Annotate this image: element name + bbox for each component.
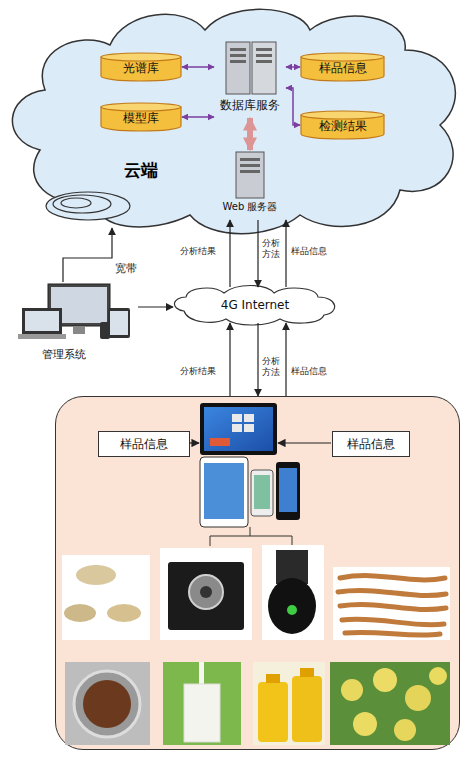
node-label: 云端 — [124, 160, 158, 180]
connector-arrow — [285, 220, 286, 287]
node-label: 4G Internet — [170, 298, 340, 312]
client-devices: 管理系统 — [18, 282, 138, 364]
node-label: 管理系统 — [18, 348, 110, 361]
spectrometer-photo — [160, 548, 252, 640]
oil-photo — [253, 662, 325, 745]
connector-arrow — [257, 323, 258, 396]
info-box: 样品信息 — [332, 431, 410, 457]
powder-photo — [65, 662, 150, 745]
edge-label: 分析 方法 — [262, 356, 282, 379]
leader-line — [278, 442, 331, 443]
edge-label: 分析结果 — [180, 366, 216, 377]
tablet-icon — [200, 403, 277, 455]
fruit-photo — [330, 662, 450, 745]
phone-icon — [251, 470, 273, 516]
database-cylinder: 样品信息 — [300, 52, 385, 82]
edge-label: 分析结果 — [180, 246, 216, 257]
node-label: Web 服务器 — [208, 201, 292, 213]
database-cylinder: 检测结果 — [300, 110, 385, 140]
milk-photo — [163, 662, 241, 745]
database-cylinder: 模型库 — [100, 102, 182, 132]
connector-arrow — [229, 323, 230, 396]
node-label: 检测结果 — [300, 119, 385, 133]
connector-arrow — [63, 228, 112, 282]
tablet-icon — [200, 457, 248, 527]
probe-photo — [262, 545, 324, 640]
herb-photo — [333, 567, 450, 640]
leader-line — [189, 442, 199, 443]
node-label: 数据库服务 — [206, 98, 294, 112]
info-box: 样品信息 — [98, 431, 190, 457]
edge-label: 宽带 — [115, 262, 137, 276]
grain-photo — [62, 555, 150, 640]
node-label: 样品信息 — [333, 437, 409, 451]
phone-icon — [276, 462, 300, 520]
node-label: 模型库 — [100, 111, 182, 125]
network-cloud: 4G Internet — [170, 285, 340, 325]
node-label: 光谱库 — [100, 61, 182, 75]
edge-label: 样品信息 — [291, 366, 327, 377]
server-icon: 数据库服务 — [214, 40, 286, 118]
connector-arrow — [285, 323, 286, 396]
edge-label: 样品信息 — [291, 246, 327, 257]
edge-label: 分析 方法 — [262, 238, 282, 261]
connector-arrow — [138, 306, 173, 307]
node-label: 样品信息 — [99, 437, 189, 451]
cloud-region: 云端光谱库模型库数据库服务样品信息检测结果Web 服务器 — [0, 0, 474, 240]
server-icon: Web 服务器 — [222, 150, 278, 220]
database-cylinder: 光谱库 — [100, 52, 182, 82]
node-label: 样品信息 — [300, 61, 385, 75]
